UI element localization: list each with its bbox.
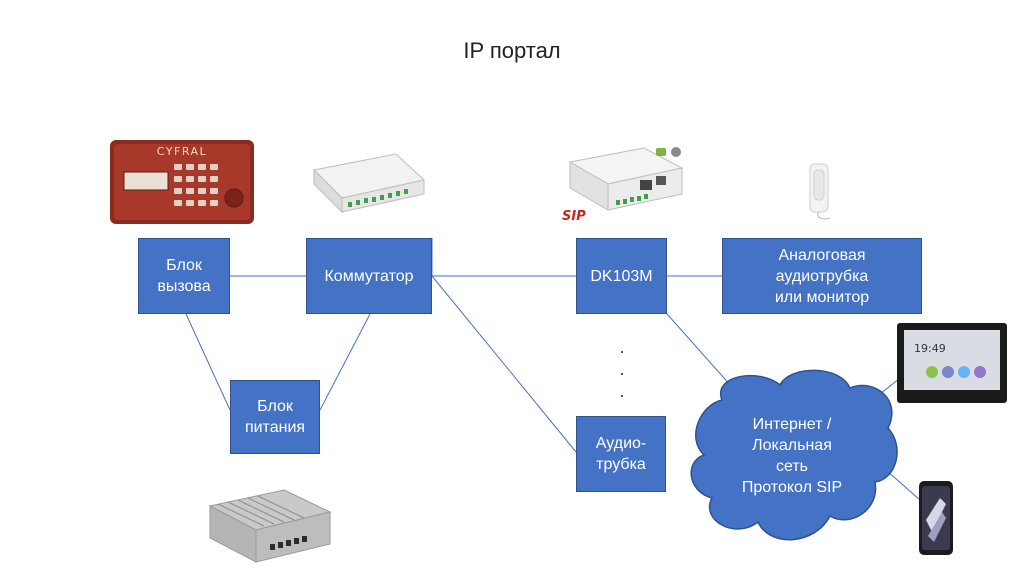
android-icon: [656, 148, 666, 156]
switch-device-image: [312, 153, 426, 214]
power-unit-label: Блок питания: [244, 398, 306, 436]
switch-box: Коммутатор: [306, 238, 432, 314]
sip-logo: SIP: [562, 209, 586, 224]
power-supply-image: [208, 489, 332, 563]
analog-handset-box: Аналоговая аудиотрубка или монитор: [722, 238, 922, 314]
cloud-label: Интернет / Локальная сеть Протокол SIP: [741, 416, 843, 496]
panel-brand-text: CYFRAL: [157, 145, 207, 158]
ellipsis: . . .: [619, 337, 625, 401]
call-unit-box: Блок вызова: [138, 238, 230, 314]
switch-label: Коммутатор: [324, 267, 414, 285]
analog-handset-image: [809, 163, 831, 220]
line-switch-to-audio: [431, 275, 577, 453]
call-unit-label: Блок вызова: [157, 257, 211, 295]
page-title: IP портал: [463, 38, 561, 63]
line-switch-to-power: [319, 313, 371, 411]
monitor-time: 19:49: [914, 342, 946, 355]
dk103m-label: DK103M: [590, 267, 653, 285]
dk103m-device-image: SIP: [562, 147, 684, 224]
audio-handset-box: Аудио- трубка: [576, 416, 666, 492]
call-panel-image: CYFRAL: [110, 140, 254, 224]
apple-icon: [671, 147, 681, 157]
analog-handset-label: Аналоговая аудиотрубка или монитор: [774, 246, 870, 306]
audio-handset-label: Аудио- трубка: [595, 435, 647, 473]
power-unit-box: Блок питания: [230, 380, 320, 454]
cloud-shape: [690, 369, 898, 541]
dk103m-box: DK103M: [576, 238, 667, 314]
ip-monitor-image: 19:49: [897, 323, 1007, 403]
line-call-to-power: [185, 313, 231, 411]
smartphone-image: [919, 481, 953, 555]
line-cloud-to-phone: [885, 469, 921, 501]
